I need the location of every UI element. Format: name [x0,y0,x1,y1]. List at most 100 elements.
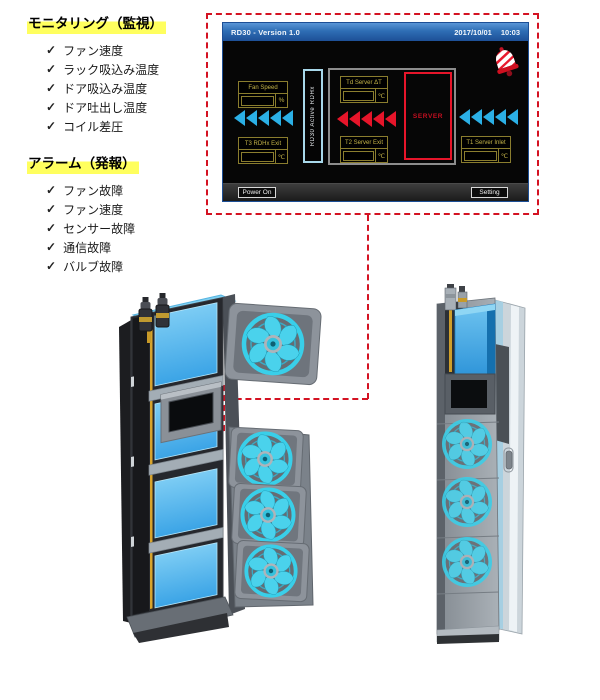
list-item-label: ファン速度 [63,202,124,217]
check-icon: ✓ [46,81,57,96]
list-item: ✓ ファン速度 [46,41,166,60]
sensor-value [342,90,374,101]
rack-unit-closed-illustration [436,284,526,644]
rd30-control-panel: RD30 - Version 1.0 2017/10/01 10:03 [222,22,529,202]
panel-titlebar: RD30 - Version 1.0 2017/10/01 10:03 [223,23,528,41]
rack-front-face [130,296,224,618]
rack-unit-open-illustration [119,293,322,643]
connector-line-horizontal [226,398,368,400]
list-item-label: ファン故障 [63,183,124,198]
screenshot-highlight-frame: RD30 - Version 1.0 2017/10/01 10:03 [206,13,539,215]
sensor-value [240,151,274,162]
server-zone-outline [328,68,456,165]
pipe-connectors [138,293,170,343]
sensor-box-t3-rdhx-exit: T3 RDHx Exit ℃ [238,137,288,164]
alarm-bell-icon [493,47,519,77]
flow-arrow-icon [258,109,269,126]
list-item: ✓バルブ故障 [46,257,139,276]
server-box: SERVER [404,72,452,160]
rack-base-lower [133,613,229,643]
door-handle [505,450,513,470]
alarm-title: アラーム（発報） [27,156,139,174]
rack-display-screen [451,380,487,408]
sensor-box-td-server-dt: Td Server ΔT ℃ [340,76,388,103]
flow-arrow-icon [495,108,506,125]
list-item-label: コイル差圧 [63,119,124,134]
power-on-button[interactable]: Power On [238,187,276,198]
panel-bottom-bar: Power On Setting [223,183,528,201]
fan-module [228,427,304,492]
check-icon: ✓ [46,100,57,115]
embedded-fans [444,421,490,585]
flow-arrow-icon [349,110,360,127]
rack-display-module [160,381,222,444]
sensor-label: Fan Speed [239,82,287,94]
panel-date: 2017/10/01 [454,27,492,37]
sensor-unit: ℃ [375,149,387,162]
list-item-label: 通信故障 [63,240,112,255]
connector-line-vertical [367,215,369,399]
sensor-box-t1-server-inlet: T1 Server Inlet ℃ [461,136,511,163]
fan-module [224,302,322,386]
sensor-label: T2 Server Exit [341,137,387,149]
rack-base-lower [437,634,499,644]
flow-arrow-icon [361,110,372,127]
sensor-label: Td Server ΔT [341,77,387,89]
check-icon: ✓ [46,202,57,217]
check-icon: ✓ [46,62,57,77]
sensor-box-t2-server-exit: T2 Server Exit ℃ [340,136,388,163]
setting-button[interactable]: Setting [471,187,508,198]
sensor-unit: ℃ [275,150,287,163]
flow-arrow-icon [337,110,348,127]
flow-arrows-left [234,109,293,126]
alarm-list: ✓ ファン故障 ✓ ファン速度 ✓ センサー故障 ✓ 通信故障 ✓バルブ故障 [27,181,139,276]
rack-base [126,596,234,638]
check-icon: ✓ [46,221,57,236]
check-icon: ✓ [46,43,57,58]
sensor-unit: ℃ [498,149,510,162]
check-icon: ✓ [46,183,57,198]
sensor-value [342,150,374,161]
flow-arrow-icon [483,108,494,125]
monitoring-section: モニタリング（監視） ✓ ファン速度 ✓ ラック吸込み温度 ✓ ドア吸込み温度 ✓ ドア… [27,15,166,136]
monitoring-title: モニタリング（監視） [27,16,166,34]
flow-arrows-right [459,108,518,125]
flow-arrow-icon [373,110,384,127]
fan-module [234,540,310,603]
sensor-unit: % [275,94,287,107]
flow-arrow-icon [270,109,281,126]
flow-arrow-icon [471,108,482,125]
check-icon: ✓ [46,119,57,134]
list-item: ✓ 通信故障 [46,238,139,257]
flow-arrow-icon [234,109,245,126]
rdhx-active-box: RD30 Active RDHx [303,69,323,163]
list-item: ✓ ドア吐出し温度 [46,98,166,117]
pipe-connectors [444,284,468,311]
monitoring-list: ✓ ファン速度 ✓ ラック吸込み温度 ✓ ドア吸込み温度 ✓ ドア吐出し温度 ✓ コイル差… [27,41,166,136]
sensor-unit: ℃ [375,89,387,102]
panel-datetime: 2017/10/01 10:03 [454,28,520,37]
flow-arrow-icon [246,109,257,126]
flow-arrow-icon [459,108,470,125]
alarm-section: アラーム（発報） ✓ ファン故障 ✓ ファン速度 ✓ センサー故障 ✓ 通信故障 ✓バル… [27,155,139,276]
flow-arrow-icon [507,108,518,125]
flow-arrow-icon [282,109,293,126]
list-item: ✓ センサー故障 [46,219,139,238]
flow-arrows-middle [337,110,396,127]
panel-time: 10:03 [500,27,520,37]
sensor-label: T1 Server Inlet [462,137,510,149]
flow-arrow-icon [385,110,396,127]
list-item-label: ドア吐出し温度 [63,100,148,115]
coolant-panel [454,303,496,381]
check-icon: ✓ [46,259,57,274]
list-item: ✓ ドア吸込み温度 [46,79,166,98]
list-item-label: ファン速度 [63,43,124,58]
check-icon: ✓ [46,240,57,255]
rack-display-screen [168,391,214,433]
list-item-label: ラック吸込み温度 [63,62,160,77]
list-item-label: センサー故障 [63,221,136,236]
list-item-label: ドア吸込み温度 [63,81,148,96]
sensor-value [240,95,274,106]
sensor-label: T3 RDHx Exit [239,138,287,150]
